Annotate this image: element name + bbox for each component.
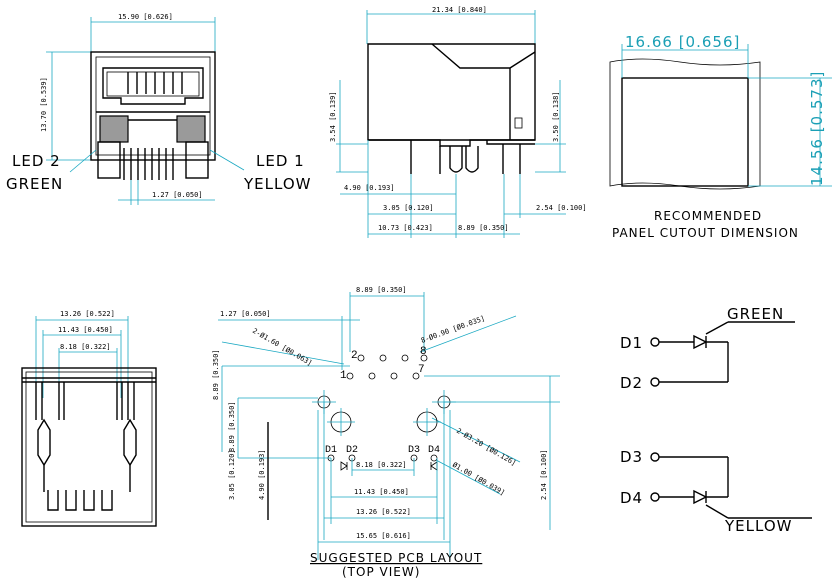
pcb-h2-dim: 11.43 [0.450]: [354, 488, 409, 496]
pcb-v4-dim: 2.54 [0.100]: [540, 449, 548, 500]
pin-7-label: 7: [418, 364, 425, 376]
back-w2-dim: 11.43 [0.450]: [58, 326, 113, 334]
schem-yellow-label: YELLOW: [724, 517, 792, 535]
pcb-title: SUGGESTED PCB LAYOUT: [310, 551, 482, 565]
side-d4-dim: 10.73 [0.423]: [378, 224, 433, 232]
led1-color: YELLOW: [243, 175, 311, 193]
pcb-signal-holes: [346, 354, 428, 380]
pcb-mount-holes: [317, 395, 451, 433]
pcb-v2-dim: 3.05 [0.120]: [228, 449, 236, 500]
pcb-subtitle: (TOP VIEW): [342, 565, 420, 578]
panel-cutout: 16.66 [0.656] 14.56 [0.573] RECOMMENDED …: [609, 33, 832, 240]
led1-name: LED 1: [256, 152, 305, 170]
panel-title-1: RECOMMENDED: [654, 209, 762, 223]
side-hleft-dim: 3.54 [0.139]: [329, 91, 337, 142]
pcb-h3-dim: 13.26 [0.522]: [356, 508, 411, 516]
back-w3-dim: 8.18 [0.322]: [60, 343, 111, 351]
pcb-d3-label: D3: [408, 445, 420, 456]
led2-name: LED 2: [12, 152, 61, 170]
schem-yellow-d3: D3: [620, 448, 643, 466]
front-width-dim: 15.90 [0.626]: [118, 13, 173, 21]
pcb-d1-label: D1: [325, 445, 337, 456]
pcb-h4-dim: 15.65 [0.616]: [356, 532, 411, 540]
pcb-v1-dim: 8.89 [0.350]: [228, 401, 236, 452]
pcb-layout: 8.89 [0.350] 1.27 [0.050] 2-Ø1.60 [Ø0.06…: [212, 286, 560, 578]
panel-height-dim: 14.56 [0.573]: [808, 71, 826, 186]
led-schematic: D1 D2 GREEN D3 D4 YELLOW: [620, 305, 812, 535]
schem-green-label: GREEN: [727, 305, 784, 323]
front-view: 15.90 [0.626] 13.70 [0.539]: [6, 13, 311, 205]
pcb-d-callout: Ø1.00 [Ø0.039]: [451, 461, 506, 497]
schem-green-d2: D2: [620, 374, 643, 392]
pcb-top-dim: 8.89 [0.350]: [356, 286, 407, 294]
panel-width-dim: 16.66 [0.656]: [625, 33, 740, 51]
pcb-d2-label: D2: [346, 445, 358, 456]
side-hright-dim: 3.50 [0.138]: [552, 91, 560, 142]
side-d1-dim: 4.90 [0.193]: [344, 184, 395, 192]
side-d2-dim: 3.05 [0.120]: [383, 204, 434, 212]
pcb-mount-callout: 2-Ø1.60 [Ø0.063]: [251, 327, 313, 368]
front-height-dim: 13.70 [0.539]: [40, 77, 48, 132]
pcb-small-callout: 8-Ø0.90 [Ø0.035]: [420, 314, 486, 345]
side-d3-dim: 2.54 [0.100]: [536, 204, 587, 212]
back-w1-dim: 13.26 [0.522]: [60, 310, 115, 318]
pin-2-label: 2: [351, 350, 358, 362]
pcb-h1-dim: 8.18 [0.322]: [356, 461, 407, 469]
pin-8-label: 8: [420, 346, 427, 358]
pcb-pitch-dim: 1.27 [0.050]: [220, 310, 271, 318]
pin-1-label: 1: [340, 370, 347, 382]
schem-yellow-d4: D4: [620, 489, 643, 507]
front-pitch-dim: 1.27 [0.050]: [152, 191, 203, 199]
panel-title-2: PANEL CUTOUT DIMENSION: [612, 226, 799, 240]
back-view: 13.26 [0.522] 11.43 [0.450] 8.18 [0.322]: [21, 310, 157, 527]
pcb-led-callout: 2-Ø3.20 [Ø0.126]: [455, 427, 517, 468]
led2-color: GREEN: [6, 175, 63, 193]
side-d5-dim: 8.89 [0.350]: [458, 224, 509, 232]
side-view: 21.34 [0.840] 3.54 [0.139] 3.50 [0.138] …: [329, 6, 587, 238]
pcb-v3-dim: 4.90 [0.193]: [258, 449, 266, 500]
pcb-vtop-dim: 8.89 [0.350]: [212, 349, 220, 400]
schem-green-d1: D1: [620, 334, 643, 352]
side-length-dim: 21.34 [0.840]: [432, 6, 487, 14]
pcb-d4-label: D4: [428, 445, 440, 456]
